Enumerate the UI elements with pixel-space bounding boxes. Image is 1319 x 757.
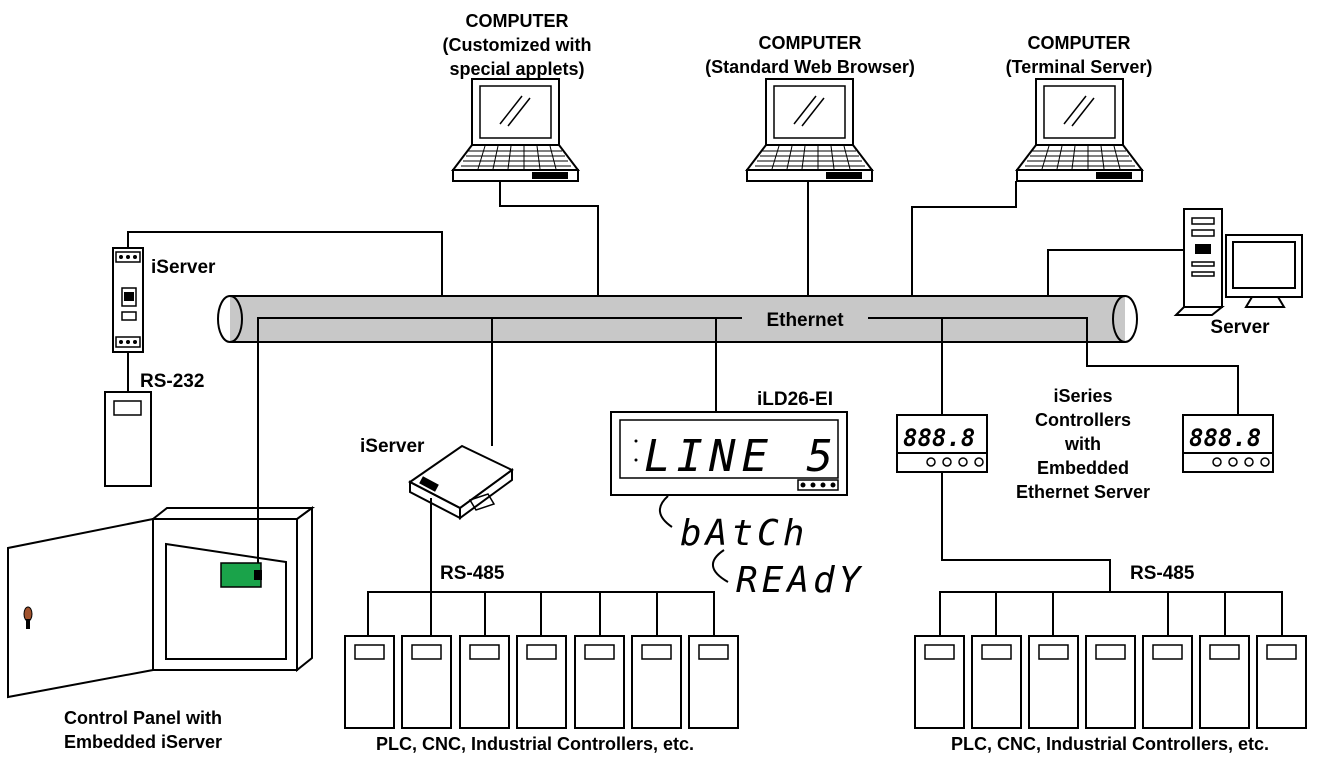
computer-3-title: COMPUTER — [1028, 33, 1131, 53]
computer-1-title: COMPUTER — [466, 11, 569, 31]
iseries-to-bus-line — [941, 472, 1111, 592]
display-message-brackets — [659, 495, 729, 583]
control-panel-label-2: Embedded iServer — [64, 732, 222, 752]
rs232-label: RS-232 — [140, 371, 204, 392]
server-icon — [1173, 208, 1303, 316]
iserver-box-icon — [408, 444, 514, 520]
iseries-label-2: Controllers — [1035, 410, 1131, 430]
ethernet-cable — [217, 295, 1239, 415]
display-message-2: REAdY — [736, 560, 864, 601]
display-model-label: iLD26-EI — [757, 389, 833, 410]
plc-right-label: PLC, CNC, Industrial Controllers, etc. — [951, 734, 1269, 754]
iserver-box-label: iServer — [360, 436, 425, 457]
control-panel-label-1: Control Panel with — [64, 708, 222, 728]
computer-1-subtitle-2: special applets) — [449, 59, 584, 79]
plc-left-label: PLC, CNC, Industrial Controllers, etc. — [376, 734, 694, 754]
iseries-label-5: Ethernet Server — [1016, 482, 1150, 502]
iseries-controller-1-readout: 888.8 — [903, 424, 975, 452]
rs485-right-label: RS-485 — [1130, 563, 1195, 584]
right-plc-devices — [914, 635, 1307, 729]
computer-2-subtitle: (Standard Web Browser) — [705, 57, 915, 77]
rs485-left-label: RS-485 — [440, 563, 505, 584]
iseries-label-3: with — [1064, 434, 1101, 454]
left-plc-devices — [344, 635, 739, 729]
display-message-1: bAtCh — [680, 513, 808, 554]
iseries-controller-2-readout: 888.8 — [1189, 424, 1261, 452]
iseries-label-1: iSeries — [1053, 386, 1112, 406]
lower-connection-lines — [257, 318, 943, 574]
display-icon — [610, 411, 848, 496]
iseries-label-4: Embedded — [1037, 458, 1129, 478]
right-rs485-bus — [939, 591, 1283, 636]
laptop-1-icon — [450, 78, 581, 182]
display-readout: LINE 5 — [644, 431, 839, 482]
iseries-controller-2-icon — [1182, 414, 1274, 473]
upper-connection-lines — [127, 181, 1184, 296]
computer-2-title: COMPUTER — [759, 33, 862, 53]
iserver-rail-label: iServer — [151, 257, 216, 278]
server-label: Server — [1210, 317, 1270, 338]
laptop-3-icon — [1014, 78, 1145, 182]
computer-1-subtitle-1: (Customized with — [443, 35, 592, 55]
computer-3-subtitle: (Terminal Server) — [1006, 57, 1153, 77]
laptop-2-icon — [744, 78, 875, 182]
rs232-device-icon — [104, 391, 152, 487]
left-rs485-bus — [367, 591, 715, 636]
control-panel-icon — [7, 506, 316, 699]
iserver-rail-icon — [112, 247, 144, 353]
ethernet-label: Ethernet — [766, 310, 844, 331]
